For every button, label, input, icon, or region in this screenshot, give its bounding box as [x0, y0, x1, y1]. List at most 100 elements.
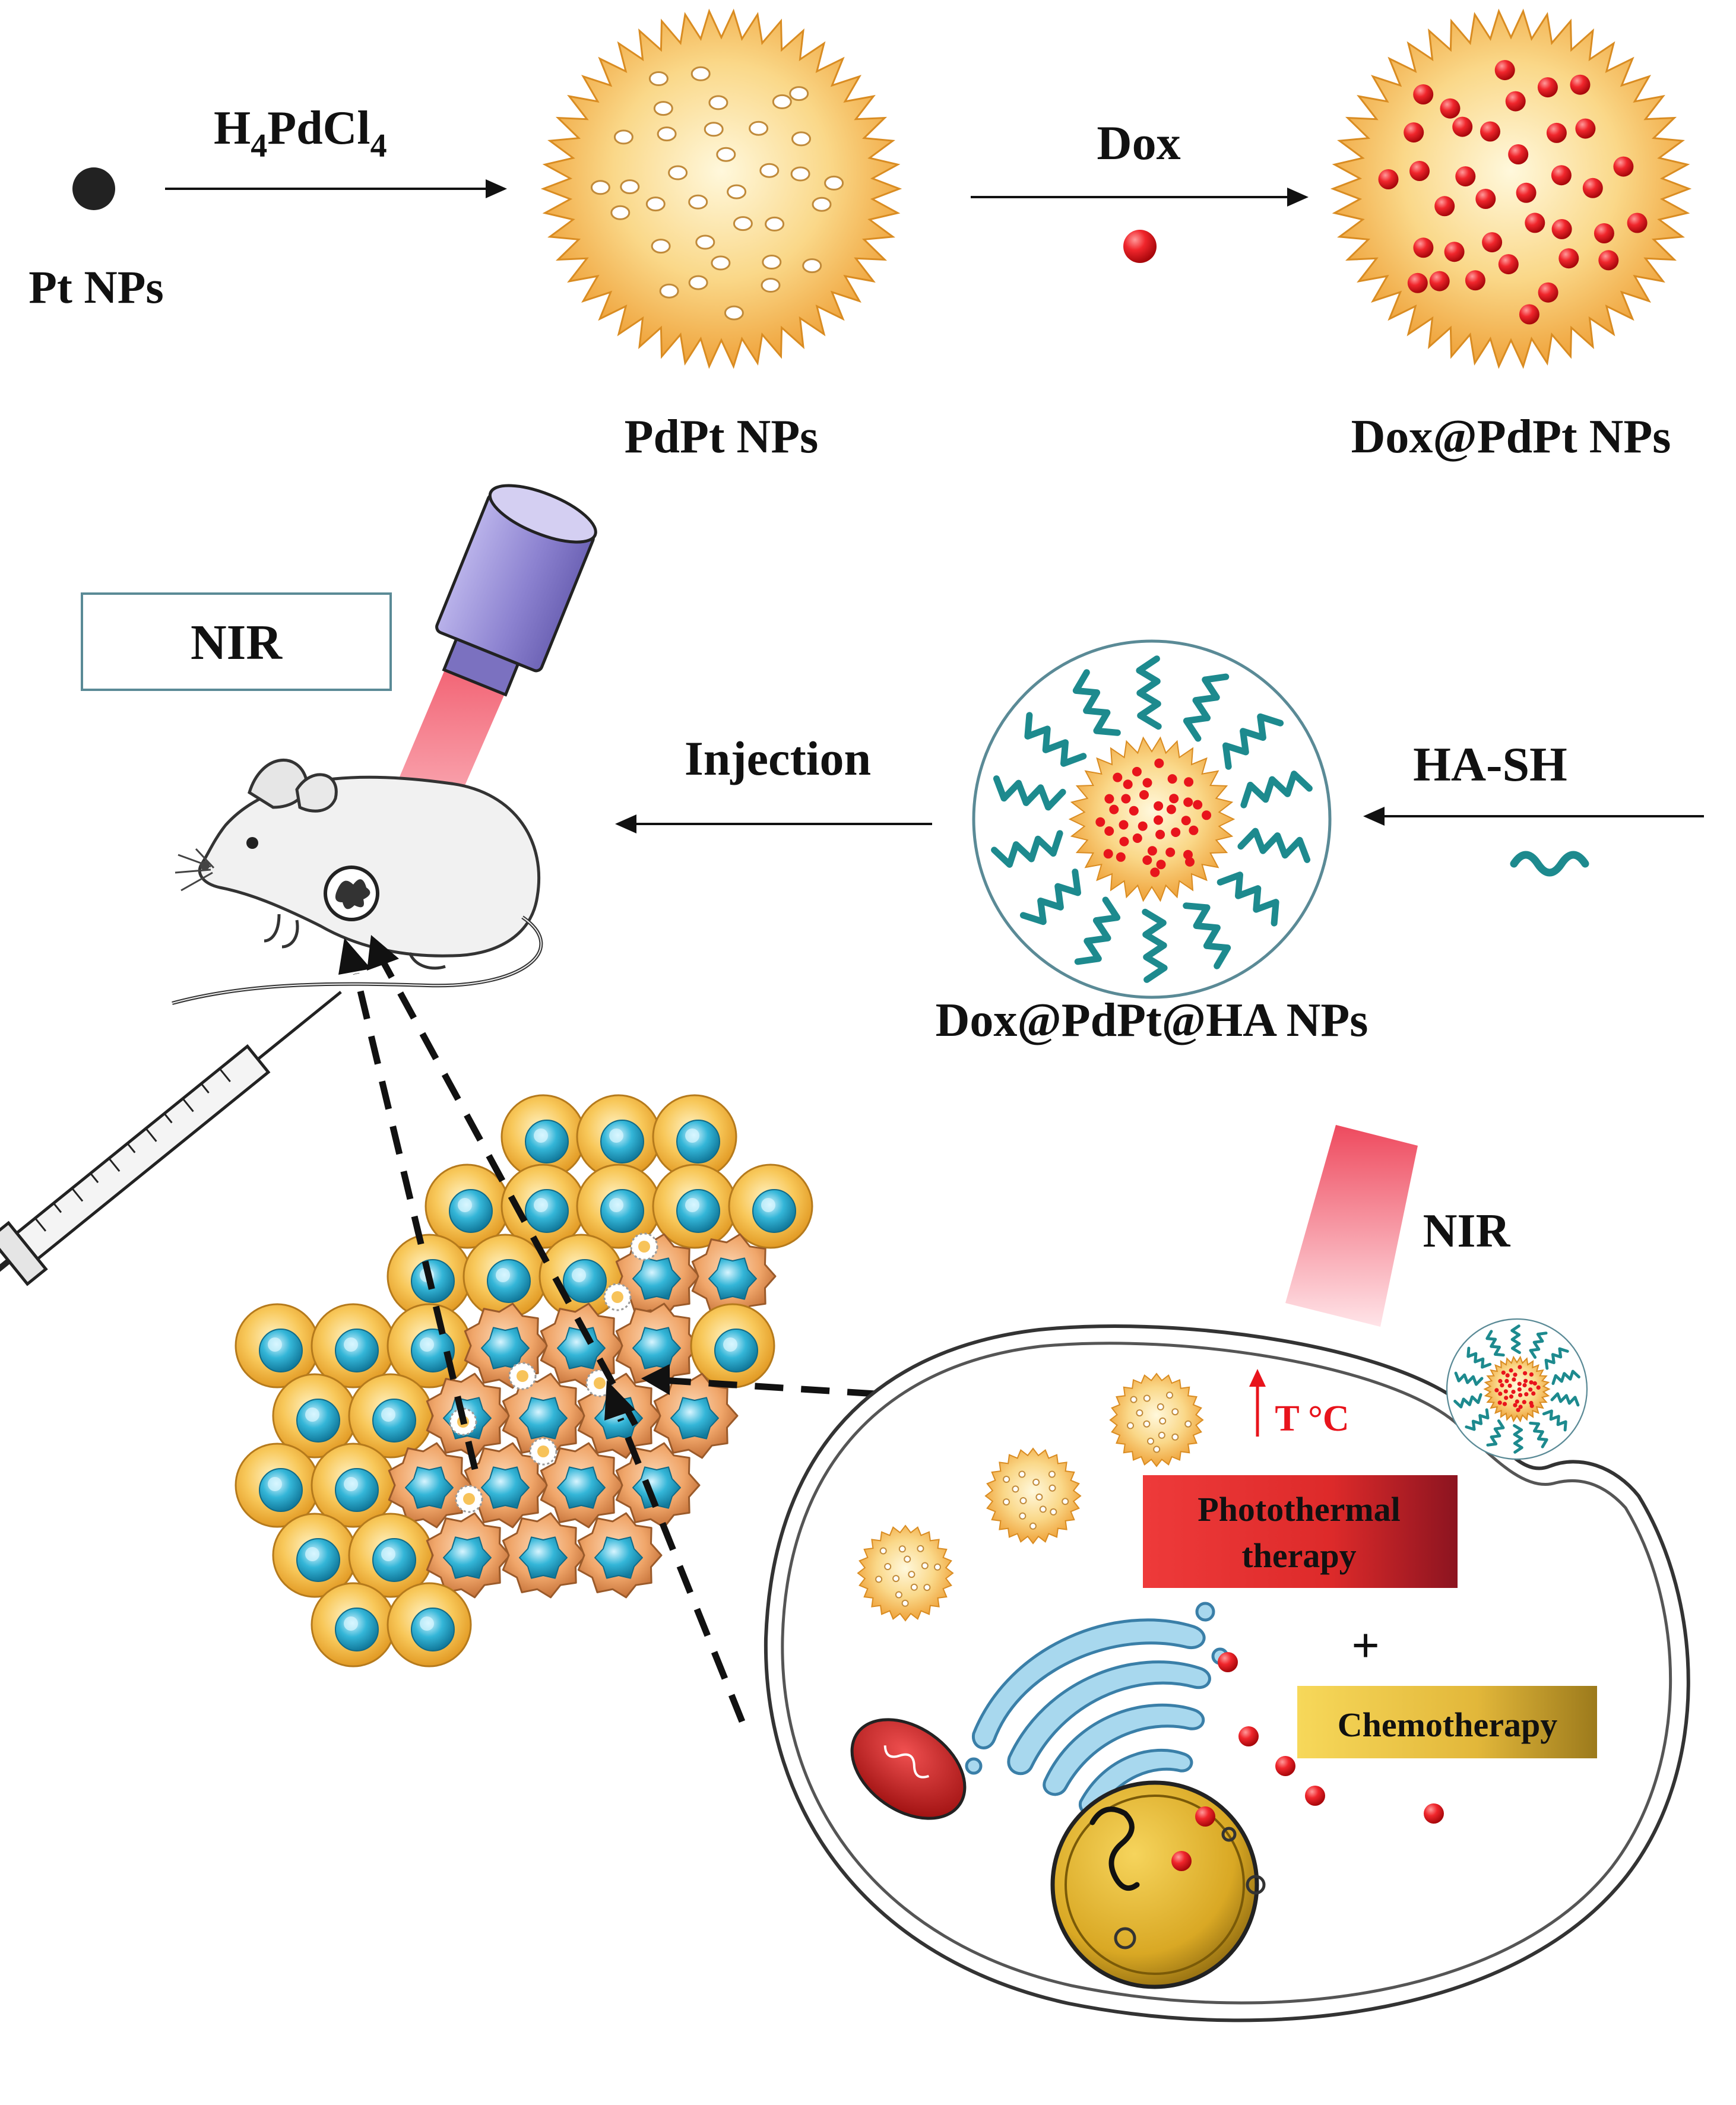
dox-dot — [1522, 1383, 1527, 1388]
dox-dot — [1505, 1373, 1510, 1378]
mouse-icon — [172, 758, 543, 1005]
pdpt-nanoparticle-small — [857, 1524, 954, 1622]
dox-dot — [1147, 846, 1157, 856]
nucleus-icon — [1050, 1780, 1266, 1989]
ha-chain — [1465, 1408, 1490, 1431]
dox-dot — [1498, 254, 1519, 275]
free-dox-molecules — [1171, 1652, 1444, 1871]
dox-dot — [1497, 1400, 1502, 1405]
ha-sh-label: HA-SH — [1413, 737, 1567, 791]
dox-dot — [1154, 801, 1164, 811]
dox-dot — [1103, 849, 1113, 859]
normal-cell-tissue — [538, 1234, 624, 1319]
dox-dot — [1475, 189, 1496, 209]
ha-chain — [1510, 1324, 1521, 1354]
dox-dot — [1480, 121, 1500, 142]
dox-dot — [1452, 116, 1473, 137]
dox-dot — [1154, 815, 1163, 825]
dox-dot — [1413, 237, 1434, 258]
normal-cell-tissue — [728, 1164, 813, 1249]
dox-dot — [1444, 242, 1465, 262]
ha-chain — [1142, 908, 1168, 983]
dox-dot — [1104, 826, 1114, 836]
dox-dot — [1594, 223, 1614, 243]
normal-cell-tissue — [348, 1513, 433, 1598]
pore — [659, 283, 679, 299]
ha-chain — [993, 775, 1066, 811]
plus-sign: + — [1351, 1618, 1380, 1673]
ha-chain — [1453, 1393, 1482, 1409]
pore — [762, 255, 782, 270]
pdpt-nanoparticle-icon — [540, 8, 902, 369]
dox-dot — [1511, 1390, 1516, 1394]
dox-dot — [1551, 165, 1572, 186]
dox-dot — [1515, 1399, 1519, 1404]
chemotherapy-box — [1297, 1686, 1597, 1758]
normal-cell-tissue — [272, 1373, 357, 1459]
dox-dot — [1116, 852, 1126, 862]
nir-cell-label: NIR — [1423, 1205, 1511, 1257]
pore — [716, 147, 736, 162]
pore — [690, 66, 711, 81]
dox-dot — [1154, 758, 1164, 768]
pore — [711, 255, 731, 271]
pdpt-nanoparticle-small — [1109, 1372, 1204, 1467]
ha-chain — [991, 830, 1063, 868]
dox-dot — [1538, 282, 1558, 303]
dox-dot — [1305, 1786, 1325, 1806]
dox-dot — [1613, 156, 1634, 177]
cancer-cell-tissue — [540, 1442, 625, 1529]
dox-dot — [1523, 1378, 1528, 1383]
dashed-arrows — [353, 954, 876, 1723]
ha-chain — [1222, 713, 1284, 770]
dox-dot — [1166, 804, 1176, 814]
dox-dot — [1171, 828, 1181, 837]
dox-dot — [1500, 1383, 1504, 1388]
dox-dot — [1494, 60, 1515, 81]
dox-dot — [1512, 1377, 1516, 1382]
dox-dot — [1504, 1378, 1509, 1383]
dox-dot — [1142, 778, 1152, 788]
pore — [733, 216, 753, 232]
pore — [790, 166, 810, 182]
dox-dot — [1508, 144, 1529, 164]
dox-dot — [1532, 1381, 1537, 1386]
dox-dot — [1440, 98, 1461, 119]
pore — [761, 278, 781, 293]
dox-dot — [1150, 867, 1160, 877]
dox-dot — [1513, 1372, 1518, 1377]
pore — [802, 258, 822, 274]
pore — [590, 180, 610, 195]
ha-chain — [1486, 1419, 1505, 1447]
dox-dot — [1517, 1381, 1522, 1386]
dox-dot — [1505, 91, 1526, 112]
dox-dot — [1546, 122, 1567, 143]
cancer-cell-tissue — [577, 1512, 663, 1599]
pore — [759, 163, 780, 178]
dox-dot — [1181, 816, 1191, 826]
dox-dot — [1165, 847, 1176, 857]
tissue-nanoparticle — [529, 1437, 557, 1466]
pore — [708, 95, 728, 110]
cancer-cell-tissue — [653, 1372, 739, 1459]
dox-dot — [1598, 250, 1619, 271]
dox-dot — [1109, 804, 1119, 814]
ha-chain — [1551, 1369, 1580, 1386]
normal-cell-tissue — [425, 1164, 510, 1249]
pore — [695, 234, 715, 250]
ha-chain — [1529, 1332, 1548, 1359]
dox-dot — [1519, 304, 1539, 325]
pore — [645, 196, 666, 212]
dox-dot — [1167, 774, 1177, 784]
dox-dot — [1455, 166, 1476, 187]
ha-chain — [1074, 896, 1121, 965]
dox-dot — [1507, 1383, 1512, 1388]
dox-dot — [1482, 232, 1503, 253]
syringe-icon — [0, 991, 342, 1297]
dox-dot — [1502, 1402, 1507, 1406]
dox-dot — [1509, 1394, 1514, 1399]
ha-chain — [1542, 1409, 1567, 1432]
dox-pdpt-ha-nps-label: Dox@PdPt@HA NPs — [936, 994, 1368, 1047]
pore — [688, 194, 708, 210]
pore — [791, 131, 811, 147]
